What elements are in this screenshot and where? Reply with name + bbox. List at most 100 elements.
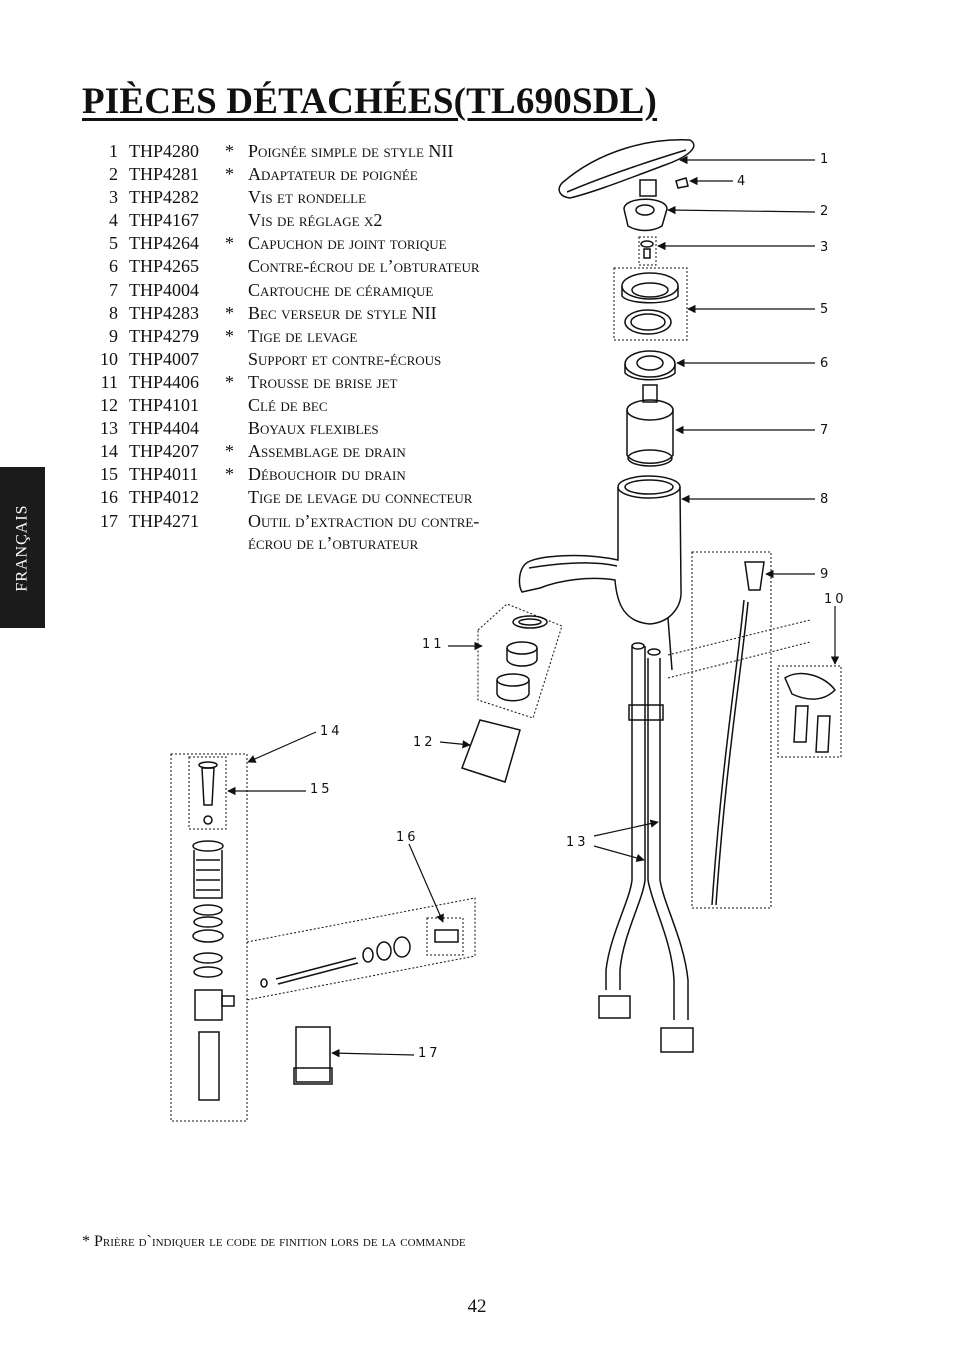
spout-key-lift-rod-bracket: [461, 561, 836, 906]
part-code: THP4101: [129, 395, 200, 416]
part-number: 16: [100, 487, 118, 508]
faucet-parts: [518, 139, 695, 625]
callout-9: 9: [820, 567, 831, 582]
parts-list-row: 16 THP4012 Tige de levage du connecteur: [90, 486, 520, 509]
part-code: THP4279: [129, 325, 200, 346]
part-code: THP4207: [129, 441, 200, 462]
parts-list-row: 17 THP4271 Outil d’extraction du contre-: [90, 510, 520, 533]
callout-12: 12: [413, 735, 436, 750]
part-number: 17: [100, 510, 118, 531]
part-number: 2: [109, 164, 118, 185]
parts-list-row: 14 THP4207 * Assemblage de drain: [90, 440, 520, 463]
part-number: 4: [109, 210, 118, 231]
aerator-kit: [496, 615, 548, 702]
finish-code-marker: *: [225, 371, 234, 392]
part-description: Outil d’extraction du contre-: [248, 510, 480, 531]
part-description: Poignée simple de style NII: [248, 141, 454, 161]
callout-15: 15: [310, 782, 333, 797]
part-number: 9: [109, 325, 118, 346]
finish-code-marker: *: [225, 441, 234, 462]
page-number: 42: [467, 1296, 487, 1317]
part-code: THP4281: [129, 164, 200, 185]
flexible-hoses: [598, 617, 694, 1053]
part-description: Assemblage de drain: [248, 441, 406, 462]
callout-6: 6: [820, 356, 831, 371]
parts-list-row: 3 THP4282 Vis et rondelle: [90, 186, 520, 209]
callout-1: 1: [820, 152, 831, 167]
part-number: 8: [109, 302, 118, 323]
part-code: THP4004: [129, 279, 200, 300]
parts-list-row: 2 THP4281 * Adaptateur de poignée: [90, 163, 520, 186]
part-description: Tige de levage: [248, 325, 358, 346]
parts-list-row: 15 THP4011 * Débouchoir du drain: [90, 463, 520, 486]
callout-leaders: [227, 155, 840, 1058]
parts-list-row: 6 THP4265 Contre-écrou de l’obturateur: [90, 255, 520, 278]
part-code: THP4283: [129, 302, 200, 323]
part-number: 10: [100, 348, 118, 369]
part-description: Clé de bec: [248, 395, 328, 416]
part-number: 14: [100, 441, 118, 462]
part-description: Vis de réglage x2: [248, 210, 383, 231]
callout-4: 4: [737, 174, 748, 189]
part-number: 1: [109, 141, 118, 161]
part-code: THP4404: [129, 418, 200, 439]
part-code: THP4265: [129, 256, 200, 277]
part-code: THP4011: [129, 464, 199, 485]
part-description: Contre-écrou de l’obturateur: [248, 256, 480, 277]
part-number: 15: [100, 464, 118, 485]
part-code: THP4271: [129, 510, 200, 531]
callout-11: 11: [422, 637, 445, 652]
part-description: Capuchon de joint torique: [248, 233, 447, 254]
part-description: Cartouche de céramique: [248, 279, 434, 300]
parts-list-row: 13 THP4404 Boyaux flexibles: [90, 417, 520, 440]
part-description: Débouchoir du drain: [248, 464, 406, 485]
part-description: Boyaux flexibles: [248, 418, 379, 439]
finish-code-marker: *: [225, 464, 234, 485]
parts-list-row: 11 THP4406 * Trousse de brise jet: [90, 371, 520, 394]
part-number: 5: [109, 233, 118, 254]
part-17-description-continued: écrou de l’obturateur: [248, 532, 419, 553]
callout-8: 8: [820, 492, 831, 507]
part-number: 3: [109, 187, 118, 208]
callout-13: 13: [566, 835, 589, 850]
part-number: 6: [109, 256, 118, 277]
finish-code-marker: *: [225, 141, 234, 161]
part-description: Vis et rondelle: [248, 187, 367, 208]
part-description: Adaptateur de poignée: [248, 164, 418, 185]
parts-list-row: 9 THP4279 * Tige de levage: [90, 325, 520, 348]
parts-list-row: 4 THP4167 Vis de réglage x2: [90, 209, 520, 232]
callout-16: 16: [396, 830, 419, 845]
page-title: PIÈCES DÉTACHÉES(TL690SDL): [82, 81, 658, 122]
callout-2: 2: [820, 204, 831, 219]
finish-code-marker: *: [225, 325, 234, 346]
callout-labels: 1 2 3 4 5 6 7 8 9 10 11 12 13 14 15 16 1…: [310, 152, 847, 1061]
finish-code-marker: *: [225, 302, 234, 323]
part-code: THP4406: [129, 371, 200, 392]
part-number: 11: [100, 371, 118, 392]
callout-3: 3: [820, 240, 831, 255]
language-tab: FRANÇAIS: [0, 467, 45, 628]
dashed-group-boxes: [170, 236, 842, 1122]
part-code: THP4282: [129, 187, 200, 208]
part-code: THP4012: [129, 487, 200, 508]
part-code: THP4167: [129, 210, 200, 231]
finish-code-marker: *: [225, 233, 234, 254]
finish-code-marker: *: [225, 164, 234, 185]
part-description: Trousse de brise jet: [248, 371, 398, 392]
callout-17: 17: [418, 1046, 441, 1061]
callout-7: 7: [820, 423, 831, 438]
part-code: THP4007: [129, 348, 200, 369]
drain-assembly: [192, 761, 459, 1101]
callout-5: 5: [820, 302, 831, 317]
part-number: 13: [100, 418, 118, 439]
part-description: Tige de levage du connecteur: [248, 487, 473, 508]
callout-10: 10: [824, 592, 847, 607]
order-footnote: * Prière d`indiquer le code de finition …: [82, 1233, 466, 1250]
